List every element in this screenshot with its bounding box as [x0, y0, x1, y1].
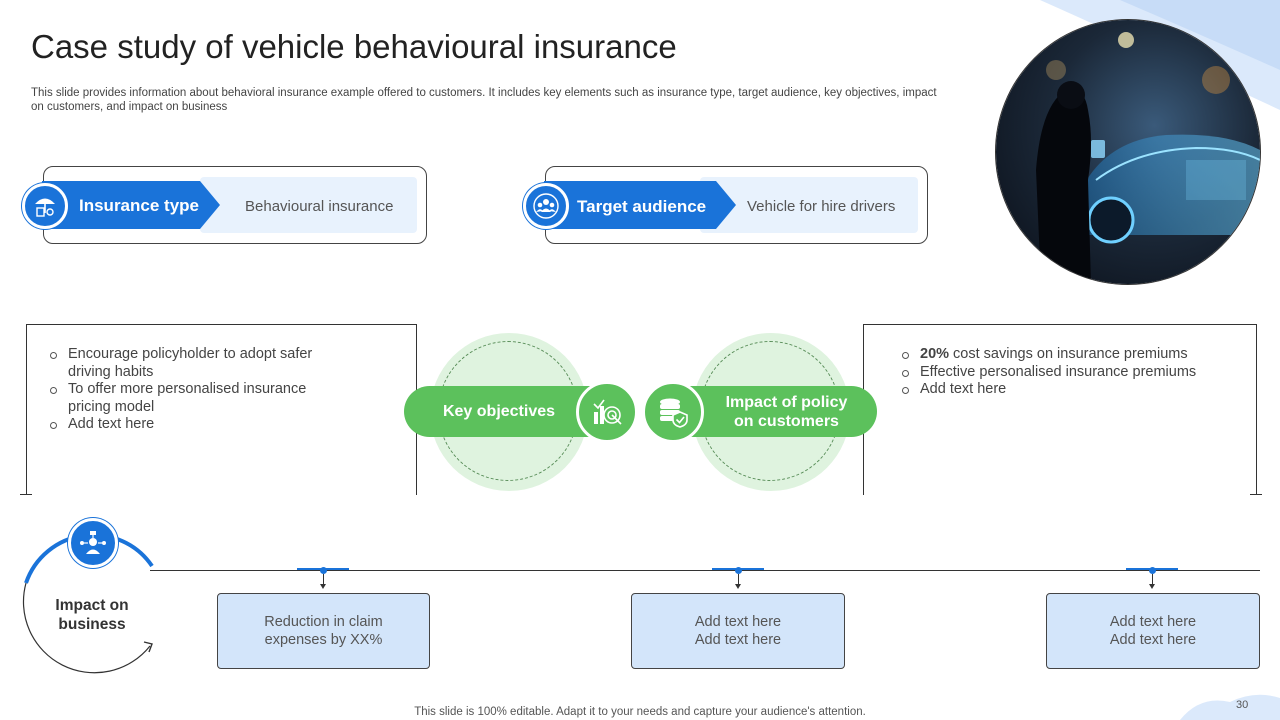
insurance-type-value-bg	[200, 177, 417, 233]
group-icon	[523, 183, 569, 229]
list-item: 20% cost savings on insurance premiums	[900, 346, 1230, 364]
target-audience-value-bg	[700, 177, 918, 233]
key-objectives-label: Key objectives	[442, 402, 556, 420]
page-title: Case study of vehicle behavioural insura…	[31, 28, 677, 65]
bullet-bold: 20%	[920, 346, 950, 362]
connector-dot-1	[320, 567, 327, 574]
bracket-tick-right	[1250, 494, 1262, 495]
impact-business-label: Impact on business	[30, 596, 154, 634]
connector-dot-3	[1149, 567, 1156, 574]
insurance-type-arrow	[42, 181, 220, 229]
timeline-line	[150, 570, 1260, 571]
connector-stem-3	[1152, 574, 1153, 586]
database-shield-icon	[642, 381, 704, 443]
target-audience-value: Vehicle for hire drivers	[747, 198, 896, 215]
impact-business-label-1: Impact on	[55, 597, 129, 614]
connector-arrow-3	[1149, 584, 1155, 589]
car-driver-photo	[995, 19, 1261, 285]
target-chart-icon	[576, 381, 638, 443]
list-item: Effective personalised insurance premium…	[900, 364, 1230, 382]
connector-dot-2	[735, 567, 742, 574]
decorative-wave-bottom	[1180, 694, 1280, 720]
impact-box-1-line2: expenses by XX%	[264, 632, 383, 648]
person-network-icon	[68, 518, 118, 568]
connector-stem-2	[738, 574, 739, 586]
impact-customers-list: 20% cost savings on insurance premiums E…	[900, 346, 1230, 399]
impact-box-2-line2: Add text here	[694, 632, 782, 648]
bullet-text: Effective personalised insurance premium…	[920, 363, 1197, 380]
connector-stem-1	[323, 574, 324, 586]
list-item: Add text here	[900, 381, 1230, 399]
impact-box-3: Add text here Add text here	[1046, 593, 1260, 669]
decorative-wave	[1040, 0, 1280, 110]
connector-arrow-2	[735, 584, 741, 589]
list-item: To offer more personalised insurance pri…	[48, 381, 338, 416]
insurance-type-value: Behavioural insurance	[245, 198, 394, 215]
list-item: Encourage policyholder to adopt safer dr…	[48, 346, 338, 381]
connector-arrow-1	[320, 584, 326, 589]
bracket-tick-left	[20, 494, 32, 495]
target-audience-label: Target audience	[577, 197, 707, 216]
bullet-text: Add text here	[920, 381, 1007, 397]
umbrella-icon	[22, 183, 68, 229]
impact-business-label-2: business	[58, 616, 126, 633]
page-subtitle: This slide provides information about be…	[31, 87, 937, 113]
footer-note: This slide is 100% editable. Adapt it to…	[414, 706, 866, 718]
impact-box-2-line1: Add text here	[694, 614, 782, 630]
bullet-text: cost savings on insurance premiums	[949, 346, 1188, 362]
list-item: Add text here	[48, 416, 338, 434]
impact-box-3-line1: Add text here	[1109, 614, 1197, 630]
target-audience-arrow	[544, 181, 736, 229]
key-objectives-list: Encourage policyholder to adopt safer dr…	[48, 346, 338, 434]
impact-box-3-line2: Add text here	[1109, 632, 1197, 648]
impact-customers-label-2: on customers	[734, 412, 839, 430]
page-number: 30	[1236, 699, 1249, 711]
impact-customers-pill: Impact of policy on customers	[672, 386, 877, 437]
impact-box-1: Reduction in claim expenses by XX%	[217, 593, 430, 669]
impact-customers-label-1: Impact of policy	[725, 393, 848, 411]
impact-box-2: Add text here Add text here	[631, 593, 845, 669]
impact-box-1-line1: Reduction in claim	[264, 614, 383, 630]
insurance-type-label: Insurance type	[79, 196, 199, 215]
